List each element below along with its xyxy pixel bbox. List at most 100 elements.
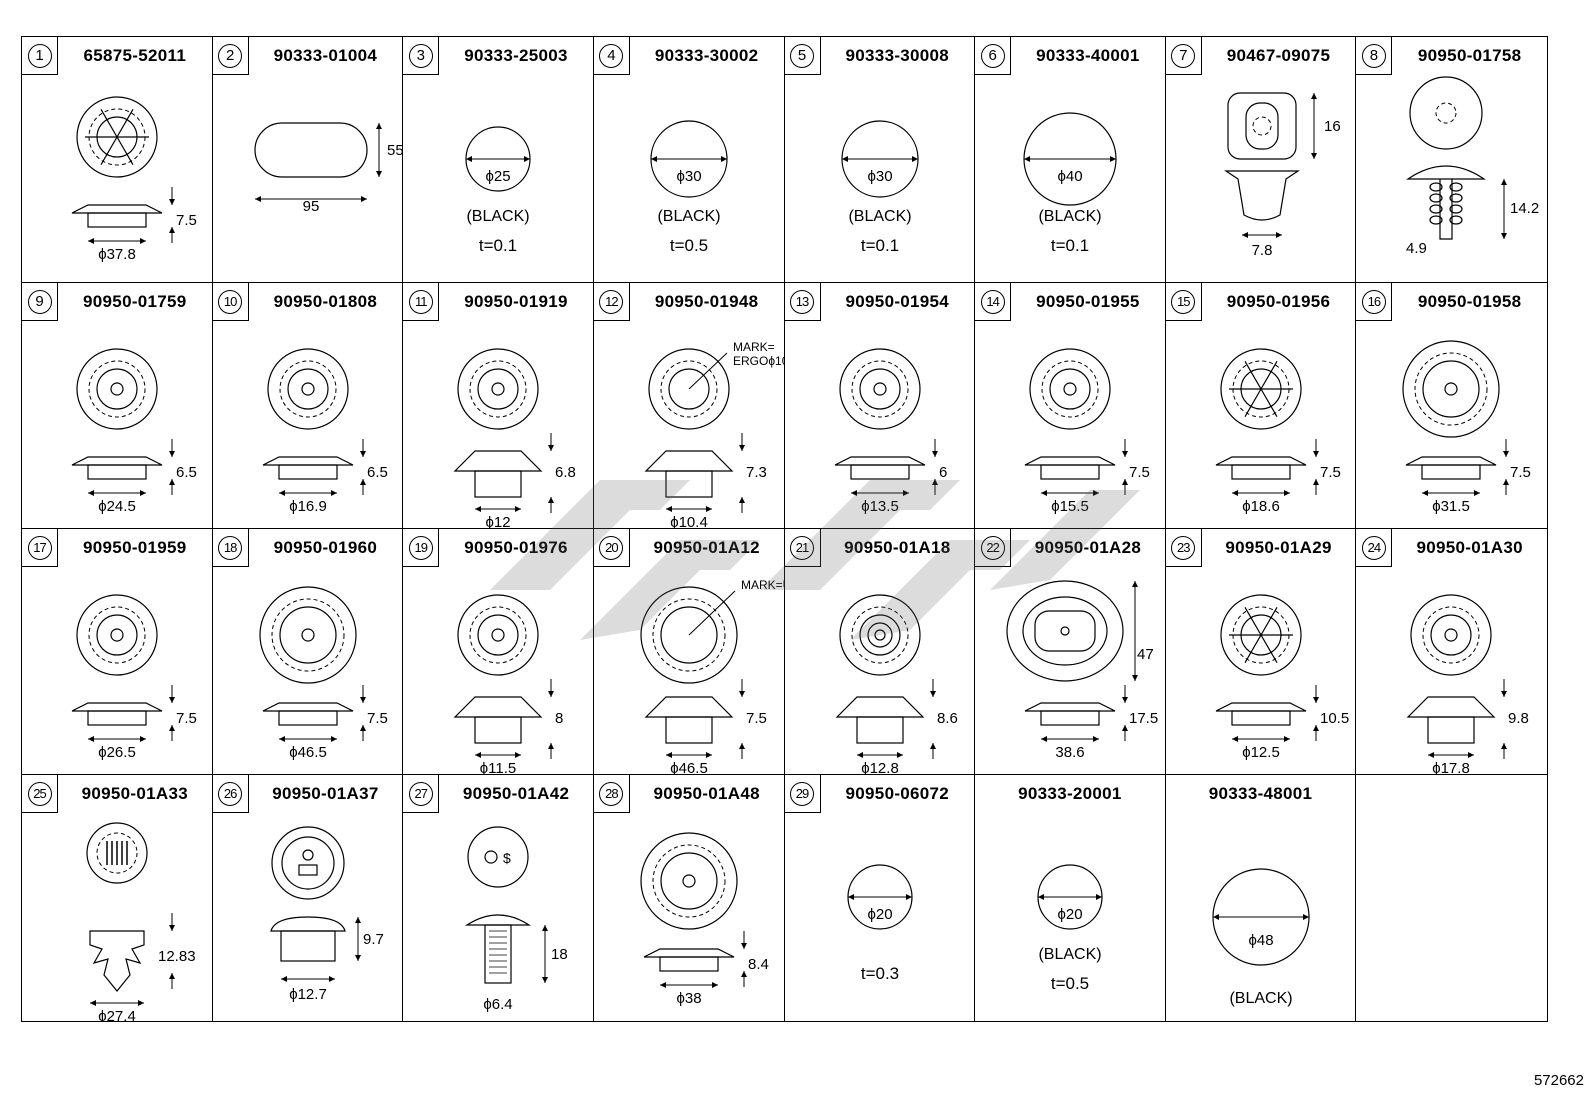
color-label: (BLACK)	[1229, 990, 1292, 1007]
grommet-flange	[71, 456, 163, 466]
grommet-flange	[644, 450, 734, 472]
grommet-body	[1427, 716, 1475, 744]
height-label: 55	[387, 142, 403, 159]
item-number-box: 5	[784, 37, 821, 75]
item-number: 6	[980, 43, 1005, 68]
item-number: 18	[218, 535, 243, 560]
plug-cap	[269, 916, 346, 932]
thickness-label: t=0.5	[670, 236, 708, 255]
rivet-center	[1435, 102, 1457, 124]
plug-dot	[302, 849, 314, 861]
item-number-box: 9	[22, 283, 58, 321]
diameter-label: ϕ25	[486, 168, 511, 185]
part-number: 90950-01A30	[1416, 538, 1523, 557]
grommet-outer	[1006, 580, 1124, 682]
grommet-body	[1231, 464, 1291, 480]
part-number: 90950-01758	[1417, 46, 1522, 65]
item-number: 8	[1361, 43, 1386, 68]
part-number: 90950-01A42	[462, 784, 570, 803]
grommet-body	[1231, 710, 1291, 726]
grommet-inner	[660, 606, 718, 664]
grommet-spoke	[116, 108, 134, 138]
clip-fir-body	[89, 930, 145, 992]
part-number: 90950-01A28	[1034, 538, 1142, 557]
item-number-box: 23	[1165, 529, 1202, 567]
grommet-flange	[262, 456, 353, 466]
item-number: 12	[599, 289, 624, 314]
grommet-hole	[491, 628, 505, 642]
item-number: 5	[790, 43, 814, 68]
item-number: 3	[408, 43, 433, 68]
item-number-box: 16	[1356, 283, 1393, 321]
grommet-spoke	[1244, 606, 1262, 636]
grommet-flange	[453, 696, 543, 718]
size-label: 47	[1137, 646, 1154, 663]
item-number-box: 26	[212, 775, 249, 813]
grommet-flange	[1024, 456, 1116, 466]
rivet-rib	[1449, 193, 1463, 203]
grommet-flange	[834, 456, 925, 466]
item-number: 16	[1361, 289, 1386, 314]
diameter-label: ϕ6.4	[484, 996, 513, 1013]
color-label: (BLACK)	[1039, 208, 1102, 225]
part-drawing: 14.24.9	[1406, 76, 1540, 257]
clip-hole	[1252, 116, 1272, 136]
item-number: 20	[599, 535, 624, 560]
plug-ring	[281, 836, 335, 890]
rivet-shaft	[484, 924, 512, 984]
item-number-box: 19	[403, 529, 440, 567]
item-number-box: 7	[1165, 37, 1202, 75]
grommet-outer	[76, 348, 158, 430]
rivet-cap	[1406, 165, 1487, 180]
diameter-label: ϕ48	[1248, 932, 1273, 949]
color-label: (BLACK)	[1039, 946, 1102, 963]
clip-slot	[1245, 102, 1279, 150]
grommet-body	[665, 716, 713, 744]
part-drawing: 167.8	[1223, 92, 1340, 259]
diameter-label: ϕ12.5	[1242, 744, 1280, 761]
mark-label: MARK=UBC	[741, 578, 784, 592]
diameter-label: ϕ12.7	[289, 986, 327, 1003]
part-number: 90950-01A33	[81, 784, 188, 803]
item-number: 28	[599, 781, 624, 806]
thickness-label: t=0.3	[860, 964, 898, 983]
grommet-flange	[1024, 702, 1116, 712]
part-number: 90333-01004	[273, 46, 378, 65]
height-label: 12.83	[158, 948, 196, 965]
diameter-label: ϕ20	[867, 906, 892, 923]
part-drawing: ϕ20 t=0.3	[846, 864, 913, 983]
grommet-outer	[640, 586, 738, 684]
grommet-flange	[1406, 696, 1496, 718]
document-number: 572662	[1533, 1072, 1584, 1089]
diameter-label: ϕ11.5	[480, 760, 516, 775]
mark-leader	[688, 352, 728, 390]
part-number: 90333-48001	[1208, 784, 1313, 803]
part-number: 90950-01919	[464, 292, 568, 311]
part-number: 90950-06072	[845, 784, 950, 803]
diameter-label: ϕ12.8	[861, 760, 899, 775]
grommet-body	[665, 470, 713, 498]
part-number: 90950-01759	[83, 292, 187, 311]
item-number-box: 8	[1356, 37, 1393, 75]
item-number-box: 25	[22, 775, 58, 813]
grommet-flange	[644, 696, 734, 718]
part-number: 90950-01959	[83, 538, 187, 557]
diameter-label: ϕ12	[486, 514, 511, 529]
